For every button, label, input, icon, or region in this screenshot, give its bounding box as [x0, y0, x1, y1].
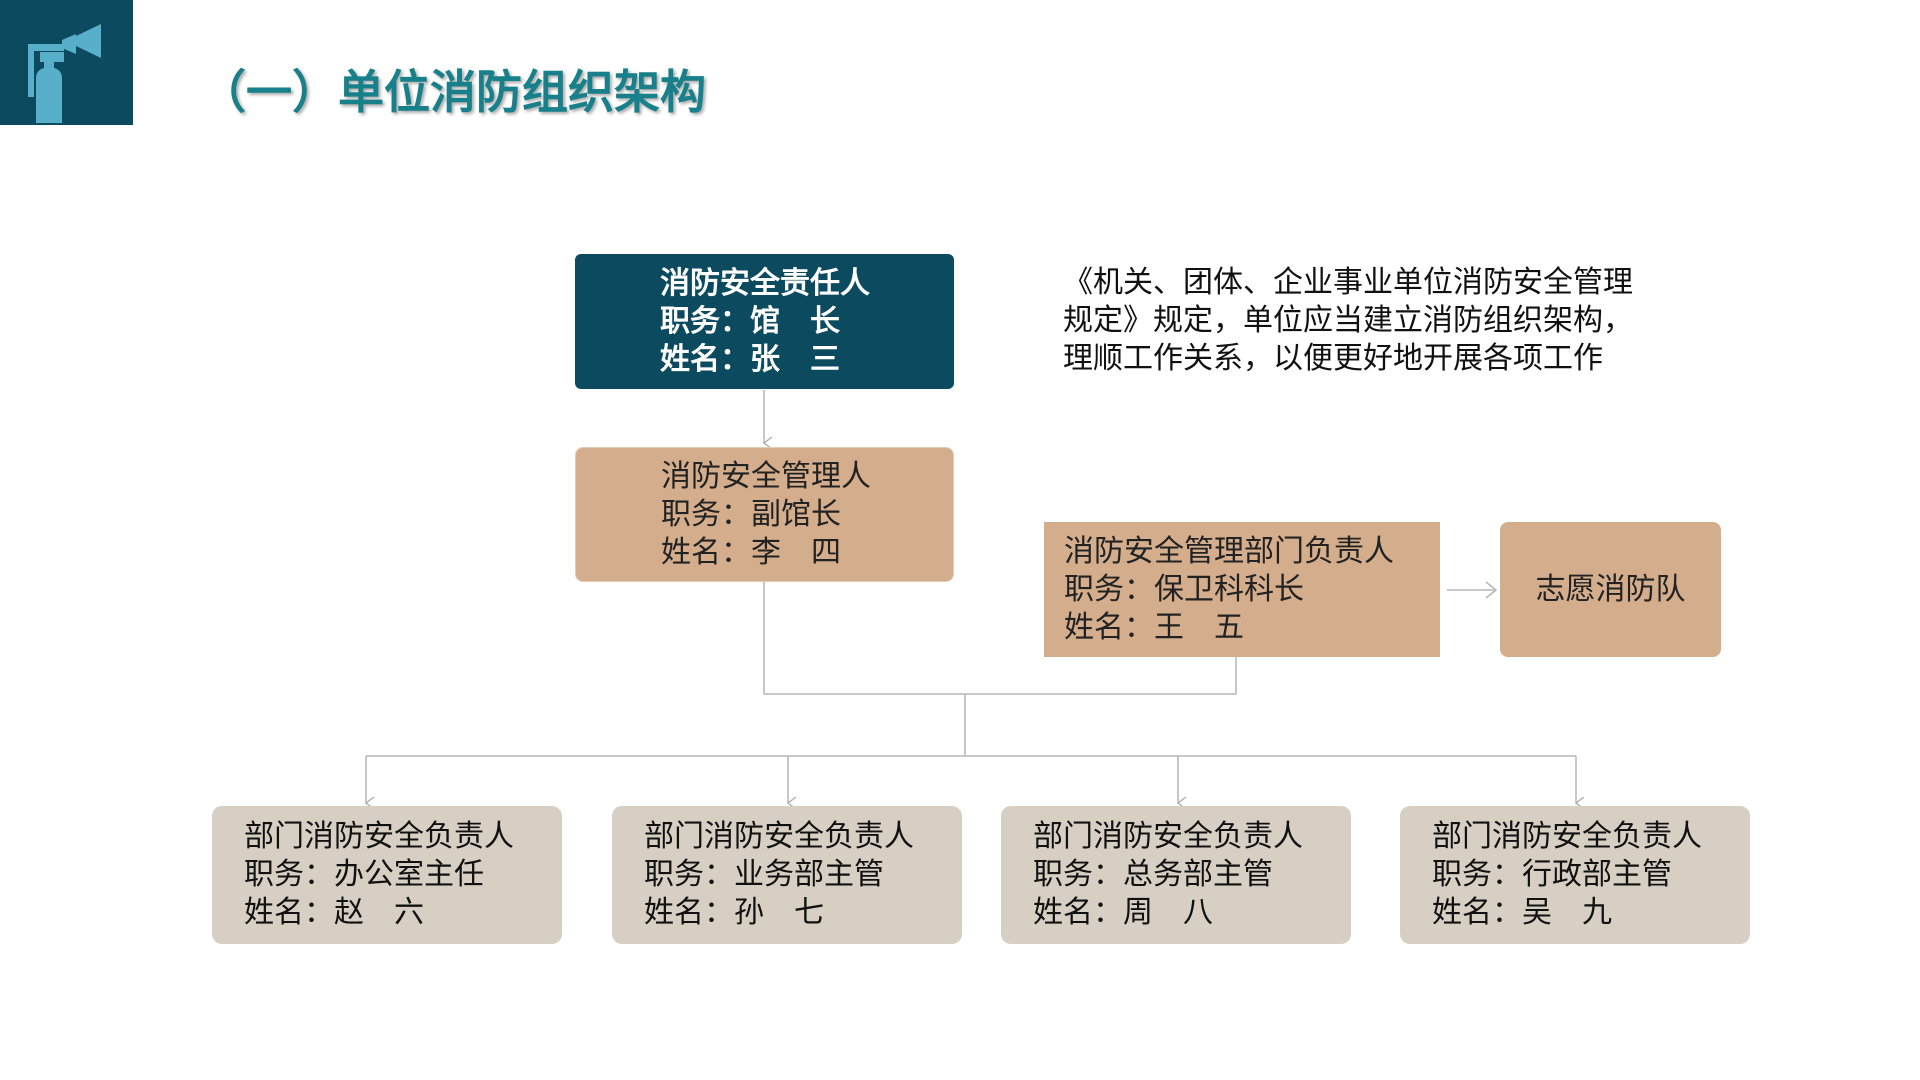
role-label: 消防安全管理人 — [661, 458, 871, 494]
note-line: 《机关、团体、企业事业单位消防安全管理 — [1063, 265, 1633, 300]
regulation-note: 《机关、团体、企业事业单位消防安全管理 规定》规定，单位应当建立消防组织架构， … — [1063, 264, 1633, 378]
name-label: 姓名：王 五 — [1064, 609, 1244, 645]
note-line: 理顺工作关系，以便更好地开展各项工作 — [1063, 341, 1603, 376]
position-label: 职务：办公室主任 — [244, 857, 484, 892]
page-title: （一）单位消防组织架构 — [200, 65, 706, 119]
role-label: 消防安全管理部门负责人 — [1064, 533, 1394, 569]
role-label: 部门消防安全负责人 — [1033, 819, 1303, 854]
name-label: 姓名：张 三 — [660, 341, 840, 377]
department-box: 部门消防安全负责人 职务：行政部主管 姓名：吴 九 — [1400, 806, 1750, 944]
position-label: 职务：行政部主管 — [1432, 857, 1672, 892]
manager-box: 消防安全管理人 职务：副馆长 姓名：李 四 — [575, 447, 954, 582]
fire-extinguisher-icon — [28, 24, 101, 123]
position-label: 职务：总务部主管 — [1033, 857, 1273, 892]
volunteer-label: 志愿消防队 — [1535, 571, 1686, 607]
line-manager-dept — [763, 582, 1237, 695]
name-label: 姓名：李 四 — [661, 534, 841, 570]
name-label: 姓名：吴 九 — [1432, 895, 1612, 930]
name-label: 姓名：孙 七 — [644, 895, 824, 930]
position-label: 职务：馆 长 — [660, 303, 840, 339]
department-box: 部门消防安全负责人 职务：业务部主管 姓名：孙 七 — [612, 806, 962, 944]
name-label: 姓名：赵 六 — [244, 895, 424, 930]
role-label: 部门消防安全负责人 — [244, 819, 514, 854]
chief-box: 消防安全责任人 职务：馆 长 姓名：张 三 — [575, 254, 954, 389]
role-label: 消防安全责任人 — [660, 265, 870, 301]
position-label: 职务：副馆长 — [661, 496, 841, 532]
logo-tile — [0, 0, 133, 125]
role-label: 部门消防安全负责人 — [644, 819, 914, 854]
position-label: 职务：保卫科科长 — [1064, 571, 1304, 607]
department-box: 部门消防安全负责人 职务：办公室主任 姓名：赵 六 — [212, 806, 562, 944]
position-label: 职务：业务部主管 — [644, 857, 884, 892]
role-label: 部门消防安全负责人 — [1432, 819, 1702, 854]
department-box: 部门消防安全负责人 职务：总务部主管 姓名：周 八 — [1001, 806, 1351, 944]
name-label: 姓名：周 八 — [1033, 895, 1213, 930]
note-line: 规定》规定，单位应当建立消防组织架构， — [1063, 303, 1633, 338]
dept-head-box: 消防安全管理部门负责人 职务：保卫科科长 姓名：王 五 — [1044, 522, 1440, 657]
volunteer-team-box: 志愿消防队 — [1500, 522, 1721, 657]
